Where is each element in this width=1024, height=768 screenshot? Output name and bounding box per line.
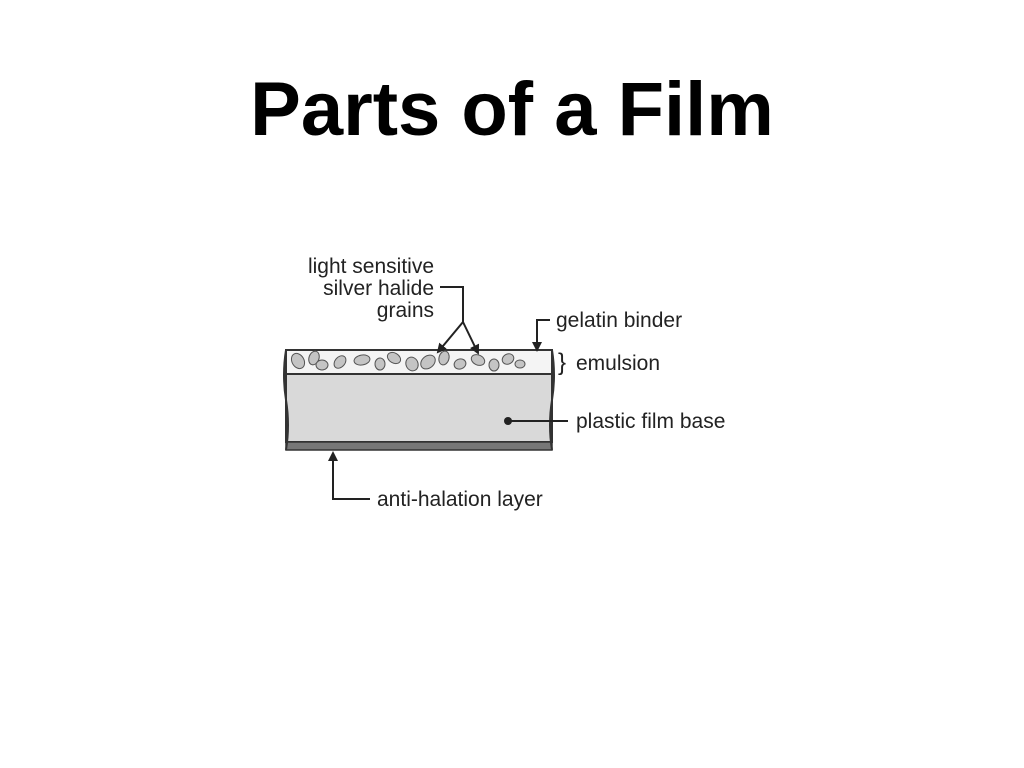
antihalation-callout-line bbox=[328, 451, 370, 500]
grain bbox=[453, 358, 467, 370]
grain bbox=[290, 352, 306, 370]
grain bbox=[420, 354, 436, 370]
grain bbox=[470, 354, 486, 366]
grain bbox=[488, 358, 500, 372]
grain bbox=[353, 354, 371, 366]
grains-label-line2: silver halide bbox=[323, 277, 434, 300]
grain bbox=[315, 359, 329, 371]
plastic-film-base-label: plastic film base bbox=[576, 410, 725, 433]
grains-callout-line bbox=[440, 286, 464, 322]
slide-title: Parts of a Film bbox=[250, 67, 774, 152]
grain bbox=[386, 351, 402, 365]
grain bbox=[501, 353, 515, 365]
grain bbox=[308, 350, 320, 366]
anti-halation-layer bbox=[285, 441, 553, 451]
silver-halide-grains bbox=[290, 350, 526, 372]
grains-label-line3: grains bbox=[377, 299, 434, 322]
grains-label-line1: light sensitive bbox=[308, 255, 434, 278]
grain bbox=[333, 355, 347, 369]
grain bbox=[514, 359, 526, 369]
emulsion-label: emulsion bbox=[576, 352, 660, 375]
gelatin-callout-line bbox=[532, 319, 550, 352]
emulsion-brace: } bbox=[558, 349, 566, 376]
plastic-film-base-layer bbox=[285, 373, 553, 443]
grain bbox=[405, 356, 419, 372]
grain bbox=[374, 357, 386, 371]
right-edge-wave bbox=[549, 349, 555, 451]
left-edge-wave bbox=[283, 349, 289, 451]
grains-arrow-left bbox=[436, 321, 464, 354]
gelatin-binder-label: gelatin binder bbox=[556, 309, 682, 332]
base-callout-dot bbox=[504, 417, 512, 425]
anti-halation-label: anti-halation layer bbox=[377, 488, 543, 511]
grains-arrow-right bbox=[462, 321, 480, 355]
